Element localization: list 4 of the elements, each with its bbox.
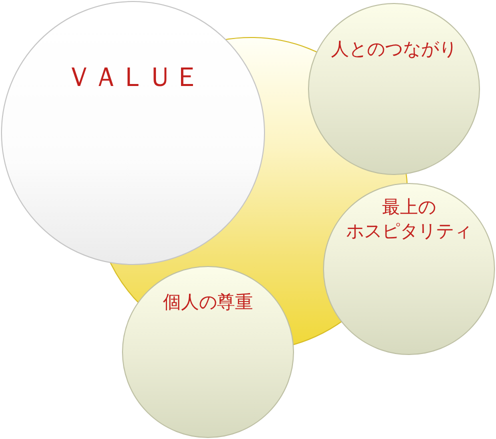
circle-label: 最上のホスピタリティ bbox=[346, 196, 472, 244]
circle-label: 個人の尊重 bbox=[163, 291, 253, 315]
circle-label: 人とのつながり bbox=[331, 38, 457, 62]
heading: ＶＡＬＵＥ bbox=[66, 61, 200, 95]
